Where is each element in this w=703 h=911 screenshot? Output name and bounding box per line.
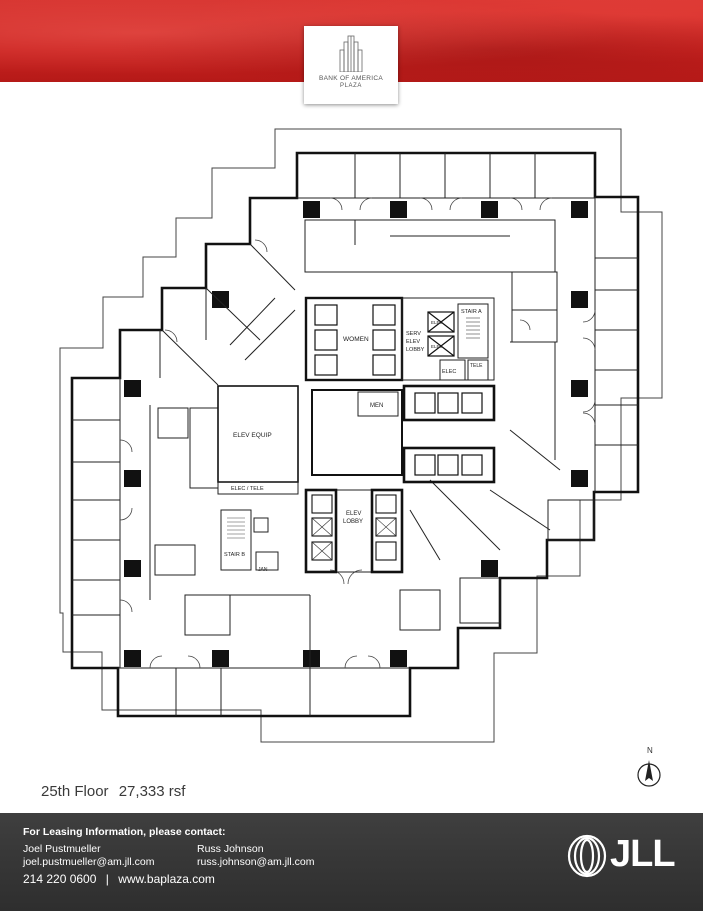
floor-caption: 25th Floor 27,333 rsf bbox=[41, 783, 185, 800]
phone-website-line: 214 220 0600 | www.baplaza.com bbox=[23, 872, 215, 886]
phone-number[interactable]: 214 220 0600 bbox=[23, 872, 97, 886]
bank-of-america-plaza-logo: BANK OF AMERICA PLAZA bbox=[304, 26, 398, 104]
elev-lobby-label-2: LOBBY bbox=[343, 519, 363, 525]
jll-brand: JLL bbox=[610, 833, 676, 875]
elec-room bbox=[439, 359, 466, 381]
men-room bbox=[357, 391, 399, 417]
contact-heading: For Leasing Information, please contact: bbox=[23, 826, 226, 838]
stair-a-label: STAIR A bbox=[461, 309, 482, 315]
stair-a bbox=[457, 303, 489, 359]
stair-b bbox=[220, 509, 252, 571]
contact-1-email[interactable]: joel.pustmueller@am.jll.com bbox=[23, 856, 155, 868]
elec-tele-room bbox=[217, 481, 299, 495]
elevator-bank-lower bbox=[402, 446, 496, 484]
logo-name: BANK OF AMERICA bbox=[318, 75, 384, 82]
floor-plan: WOMEN SERV ELEV LOBBY STAIR A ELEV ELEV … bbox=[59, 128, 663, 743]
serv-label-2: ELEV bbox=[406, 339, 420, 345]
floor-rsf: 27,333 rsf bbox=[118, 783, 186, 800]
jan-room bbox=[255, 551, 279, 571]
elevator-crosses bbox=[311, 517, 397, 561]
women-label: WOMEN bbox=[343, 336, 369, 343]
contact-russ: Russ Johnson russ.johnson@am.jll.com bbox=[197, 843, 314, 869]
tele-label: TELE bbox=[470, 363, 483, 369]
exterior-wall bbox=[70, 151, 640, 718]
elevators-upper bbox=[414, 392, 483, 414]
contact-2-name: Russ Johnson bbox=[197, 843, 264, 855]
stair-b-label: STAIR B bbox=[224, 552, 245, 558]
north-arrow-icon bbox=[637, 760, 661, 787]
separator: | bbox=[105, 872, 109, 886]
office-partitions bbox=[72, 153, 638, 716]
elec-tele-label: ELEC / TELE bbox=[231, 486, 264, 492]
elevators-lower bbox=[414, 454, 483, 476]
logo-sub: PLAZA bbox=[339, 83, 362, 89]
footer: For Leasing Information, please contact:… bbox=[0, 813, 703, 911]
elevator-bank-west bbox=[304, 488, 338, 574]
columns bbox=[124, 201, 588, 667]
elec-label: ELEC bbox=[442, 369, 456, 375]
compass-label: N bbox=[647, 746, 653, 755]
elevator-bank-upper bbox=[402, 384, 496, 422]
tele-room bbox=[467, 359, 489, 381]
elev-lobby-label-1: ELEV bbox=[346, 511, 361, 517]
outer-boundary bbox=[59, 128, 663, 743]
elev-label-2: ELEV bbox=[431, 344, 443, 349]
shaft bbox=[253, 517, 269, 533]
contact-joel: Joel Pustmueller joel.pustmueller@am.jll… bbox=[23, 843, 154, 869]
jan-label: JAN bbox=[258, 567, 268, 573]
website-link[interactable]: www.baplaza.com bbox=[118, 872, 215, 886]
contact-1-name: Joel Pustmueller bbox=[23, 843, 101, 855]
elevator-bank-east bbox=[370, 488, 404, 574]
women-fixtures bbox=[314, 304, 396, 376]
elev-equip-label: ELEV EQUIP bbox=[233, 432, 272, 439]
serv-label-3: LOBBY bbox=[406, 347, 425, 353]
floor-name: 25th Floor bbox=[41, 783, 109, 800]
stair-b-treads bbox=[227, 517, 245, 539]
men-restroom bbox=[311, 389, 403, 476]
elev-label-1: ELEV bbox=[431, 320, 443, 325]
jll-swirl-icon bbox=[567, 834, 607, 878]
contact-2-email[interactable]: russ.johnson@am.jll.com bbox=[197, 856, 315, 868]
elevators-south bbox=[311, 494, 397, 561]
stair-a-treads bbox=[466, 317, 480, 339]
service-elevators bbox=[427, 311, 455, 357]
door-swings bbox=[119, 197, 596, 669]
tower-icon bbox=[339, 35, 363, 72]
men-label: MEN bbox=[370, 403, 383, 409]
serv-label-1: SERV bbox=[406, 331, 421, 337]
